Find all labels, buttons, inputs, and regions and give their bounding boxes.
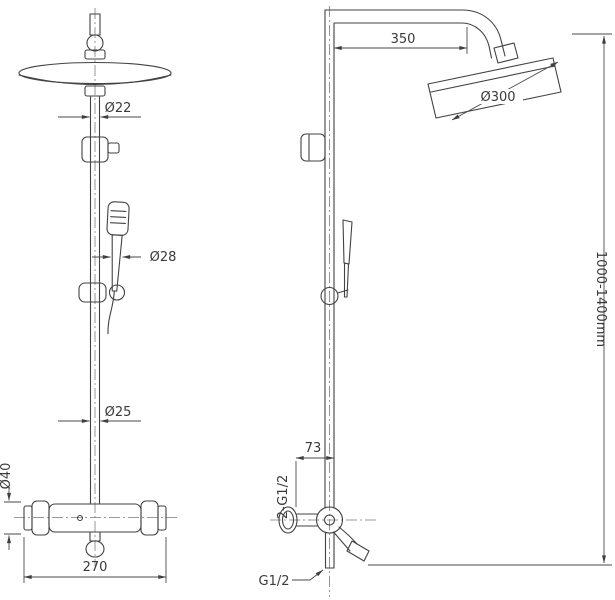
wall-inlet-and-valve [278,506,344,534]
label-background [473,89,523,104]
dim-height-range: 1000-1400mm [368,33,612,566]
wall-bracket-side [300,133,326,162]
hand-shower-handle [111,234,123,292]
spout-lower-edge [332,531,351,552]
dim-head-diameter: Ø300 [451,61,559,121]
holder-arm [336,289,349,294]
spray-face-line [110,210,127,213]
bracket-knob [107,142,120,154]
mixer-left-handle [31,500,50,536]
dim-mixer-diameter: Ø40 [0,463,21,550]
hand-shower-side [320,219,353,306]
dim-label-pipe-top-diameter: Ø22 [105,101,132,116]
mixer-right-handle [140,500,159,536]
front-view: Ø22 Ø28 Ø2 [0,8,178,583]
ball-joint [86,34,104,52]
dim-label-arm-length: 350 [391,32,416,47]
side-view: 350 Ø300 1000-1400mm [259,6,612,597]
wall-bracket-front [81,136,120,163]
stem-nut [84,49,106,60]
spray-face-line [110,216,127,219]
holder-ring [108,284,126,301]
dim-label-mixer-width: 270 [83,560,108,575]
spout-side [332,526,370,562]
shower-hose [107,290,115,335]
wall-inlet-flange-inner [281,510,295,530]
dim-label-mixer-diameter: Ø40 [0,463,14,490]
dim-label-wall-offset: 73 [305,441,322,456]
valve-detail [323,514,336,526]
shower-head-disc [18,61,172,85]
dim-riser-diameter: Ø25 [58,405,141,423]
dim-hand-shower-diameter: Ø28 [92,250,176,265]
dim-pipe-top-diameter: Ø22 [58,101,141,119]
outlet-pipe-side [324,532,335,569]
dim-mixer-width: 270 [23,537,167,583]
mixer-valve-front [23,500,167,558]
hand-shower-head [106,201,130,236]
dim-label-riser-diameter: Ø25 [105,405,132,420]
mixer-button [76,514,84,522]
spray-face-line [109,222,126,225]
slider-ring-side [320,286,339,306]
pipe-outer-edge [324,9,463,509]
dim-label-inlets: 2-G1/2 [276,475,291,519]
label-inlet-connections: 2-G1/2 [276,475,291,519]
mixer-left-cap [23,505,33,531]
dim-label-outlet: G1/2 [259,574,290,589]
mixer-right-cap [157,505,167,531]
riser-pipe-front [89,95,101,505]
hand-shower-head-side [342,219,353,265]
label-outlet-connection: G1/2 [259,569,324,589]
hand-shower-handle-side [343,262,350,298]
dim-label-hand-shower-diameter: Ø28 [150,250,177,265]
slider-holder-front [78,282,126,303]
leader-line [292,569,324,581]
slider-block [78,282,107,303]
hand-shower-front [106,201,130,335]
riser-and-arm-side [324,9,519,509]
pipe-inner-edge [333,22,463,509]
head-connector-nut [493,42,519,64]
overhead-shower-side [427,57,562,119]
arm-bend-outer [461,9,506,57]
dim-wall-offset: 73 [295,441,335,507]
spout-tip [346,540,370,562]
disc-hub [84,85,106,97]
dim-label-head-diameter: Ø300 [480,90,515,105]
mixer-spout [85,540,105,558]
dim-arm-length: 350 [333,27,468,54]
bracket-body [300,133,326,162]
disc-rim [18,74,172,85]
wall-inlet-flange [278,506,298,534]
valve-body-side [315,506,344,534]
arm-bend-inner [461,22,493,59]
dim-label-height-range: 1000-1400mm [593,251,608,347]
overhead-shower-front [18,13,172,97]
